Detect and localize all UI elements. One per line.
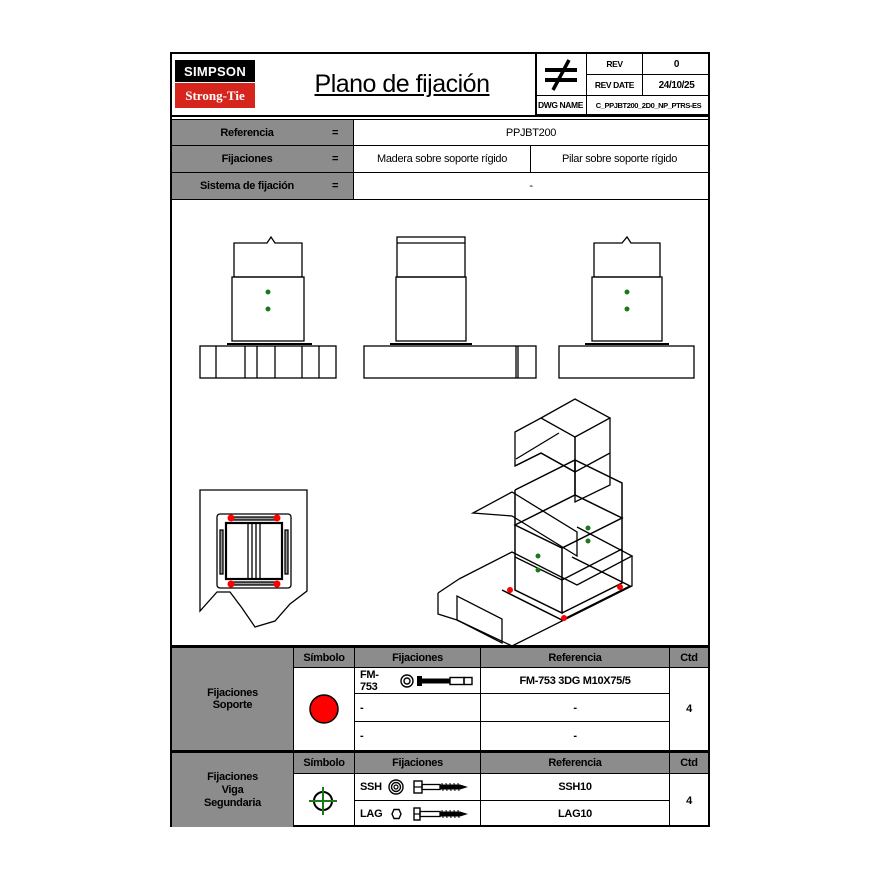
- viga-symbol-cell: [293, 773, 355, 827]
- front-view-right: [558, 235, 695, 379]
- rev-date-value: 24/10/25: [642, 74, 710, 96]
- soporte-group-label: Fijaciones Soporte: [172, 647, 294, 751]
- rev-label: REV: [586, 54, 643, 75]
- soporte-row-3-fixing: -: [354, 721, 481, 751]
- info-value-sistema: -: [353, 172, 708, 200]
- viga-row-1-reference: SSH10: [480, 773, 670, 801]
- symbol-cell: [535, 54, 587, 96]
- viga-header-symbol: Símbolo: [293, 752, 355, 774]
- soporte-header-symbol: Símbolo: [293, 647, 355, 668]
- viga-header-reference: Referencia: [480, 752, 670, 774]
- logo-simpson: SIMPSON: [175, 60, 255, 82]
- rev-date-label: REV DATE: [586, 74, 643, 96]
- divider: [172, 645, 708, 647]
- viga-header-qty: Ctd: [669, 752, 708, 774]
- drawing-area: [199, 235, 695, 647]
- soporte-header-fixings: Fijaciones: [354, 647, 481, 668]
- info-label-fijaciones: Fijaciones =: [172, 145, 354, 173]
- drawing-sheet: SIMPSON Strong-Tie Plano de fijación REV…: [170, 52, 710, 827]
- info-value-referencia: PPJBT200: [353, 119, 708, 146]
- ssh-screw-icon: [388, 779, 468, 795]
- red-dot-icon: [309, 694, 339, 724]
- soporte-qty: 4: [669, 667, 708, 751]
- soporte-row-1-reference: FM-753 3DG M10X75/5: [480, 667, 670, 694]
- dwg-name-value: C_PPJBT200_2D0_NP_PTRS-ES: [586, 95, 710, 115]
- logo-strong-tie: Strong-Tie: [175, 83, 255, 108]
- viga-qty: 4: [669, 773, 708, 827]
- soporte-row-2-reference: -: [480, 693, 670, 722]
- viga-group-label: Fijaciones Viga Segundaria: [172, 752, 294, 827]
- rev-value: 0: [642, 54, 710, 75]
- anchor-bolt-icon: [400, 673, 473, 688]
- soporte-header-qty: Ctd: [669, 647, 708, 668]
- info-value-fijaciones-1: Madera sobre soporte rígido: [353, 145, 531, 173]
- info-value-fijaciones-2: Pilar sobre soporte rígido: [530, 145, 708, 173]
- not-equal-icon: [545, 59, 577, 91]
- crosshair-icon: [309, 787, 337, 815]
- viga-row-2-fixing: LAG: [354, 800, 481, 827]
- isometric-view: [437, 398, 634, 647]
- dwg-name-label: DWG NAME: [535, 95, 587, 115]
- viga-row-2-reference: LAG10: [480, 800, 670, 827]
- divider: [172, 750, 708, 753]
- viga-row-1-fixing: SSH: [354, 773, 481, 801]
- info-label-referencia: Referencia =: [172, 119, 354, 146]
- side-view: [363, 236, 537, 379]
- front-view-left: [199, 235, 337, 379]
- page-title: Plano de fijación: [314, 69, 490, 98]
- soporte-row-2-fixing: -: [354, 693, 481, 722]
- soporte-row-3-reference: -: [480, 721, 670, 751]
- divider: [172, 115, 708, 117]
- soporte-row-1-fixing: FM-753: [354, 667, 481, 694]
- viga-header-fixings: Fijaciones: [354, 752, 481, 774]
- info-label-sistema: Sistema de fijación =: [172, 172, 354, 200]
- plan-view: [199, 489, 308, 628]
- soporte-header-reference: Referencia: [480, 647, 670, 668]
- soporte-symbol-cell: [293, 667, 355, 751]
- lag-screw-icon: [391, 807, 469, 821]
- divider: [535, 54, 537, 114]
